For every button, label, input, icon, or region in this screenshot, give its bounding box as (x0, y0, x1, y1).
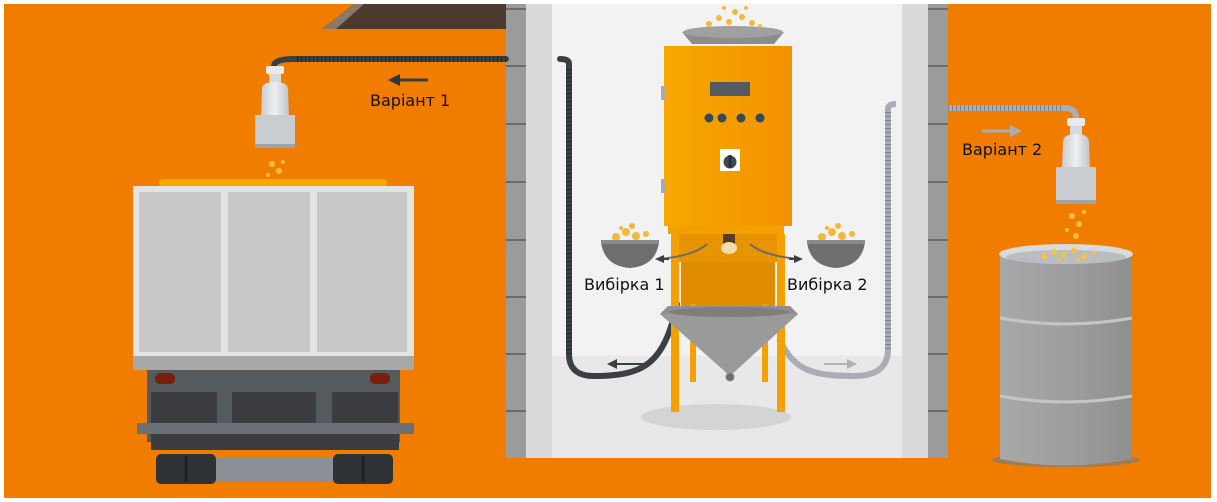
arrow-to-sample-2-icon (789, 255, 803, 263)
display-screen (710, 82, 750, 96)
label-sample-1: Вибірка 1 (584, 275, 665, 294)
hose-dark (271, 56, 680, 380)
truck-bumper (137, 423, 414, 434)
sample-bowl-2 (807, 223, 865, 268)
nozzle-left (255, 66, 295, 177)
sorting-machine (641, 6, 800, 430)
label-variant-2: Варіант 2 (962, 140, 1043, 159)
ceiling-hatch (322, 4, 509, 29)
arrow-variant-2-floor-icon (824, 359, 857, 369)
arrow-to-sample-1-icon (655, 255, 669, 263)
label-variant-1: Варіант 1 (370, 91, 451, 110)
machine-cabinet (664, 46, 792, 226)
arrow-variant-2-icon (982, 125, 1022, 137)
tail-light-left (155, 373, 175, 384)
conical-hopper (660, 306, 798, 382)
hose-light (776, 101, 1079, 380)
hose-dark-ribs (294, 56, 572, 354)
right-wall (928, 4, 948, 458)
scene-svg (133, 4, 1140, 484)
tail-light-right (370, 373, 390, 384)
machine-shadow (641, 404, 791, 430)
truck (133, 179, 414, 484)
label-sample-2: Вибірка 2 (787, 275, 868, 294)
hose-light-ribs (885, 105, 1064, 349)
grain-top (706, 6, 762, 28)
barrel (992, 244, 1140, 467)
arrow-variant-1-icon (388, 74, 428, 86)
nozzle-right (1056, 118, 1096, 239)
diagram-canvas: Варіант 1 Варіант 2 Вибірка 1 Вибірка 2 (4, 4, 1211, 498)
left-wall (506, 4, 526, 458)
arrow-variant-1-floor-icon (607, 359, 644, 369)
sample-bowl-1 (601, 223, 659, 268)
control-buttons (704, 113, 765, 123)
